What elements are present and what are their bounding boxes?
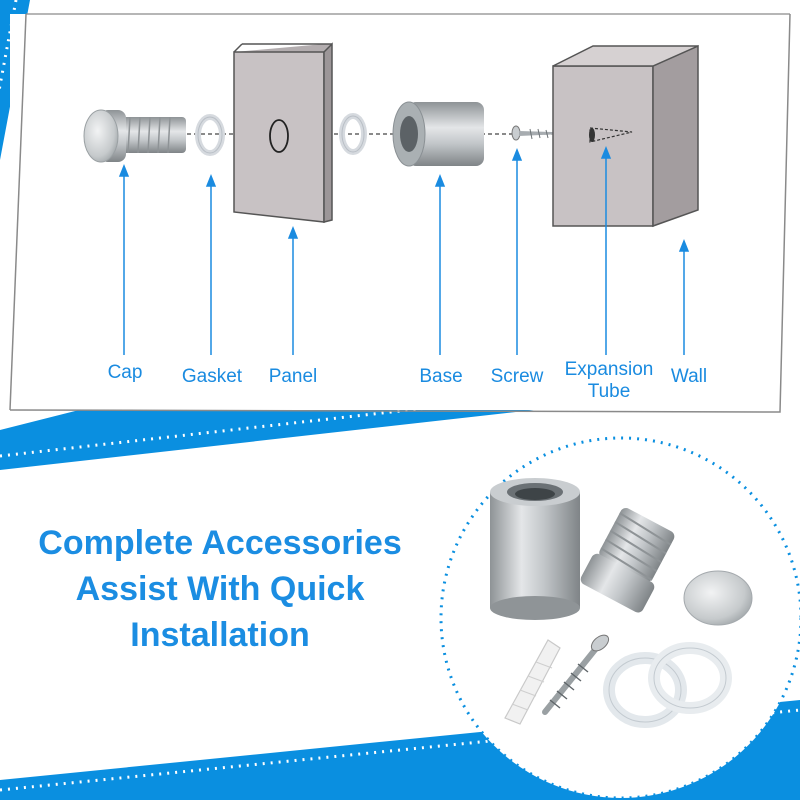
wall-part (552, 44, 699, 228)
cap-part (83, 109, 186, 163)
label-expansion-tube: Expansion Tube (554, 359, 664, 403)
label-cap: Cap (107, 362, 143, 383)
label-gasket: Gasket (181, 366, 243, 387)
leader-arrows (118, 145, 690, 355)
label-screw: Screw (490, 366, 544, 387)
label-expansion-tube-line2: Tube (587, 381, 631, 402)
promo-headline: Complete Accessories Assist With Quick I… (0, 520, 440, 658)
headline-line-3: Installation (130, 616, 310, 654)
headline-line-2: Assist With Quick (75, 570, 365, 608)
photo-base-part (490, 478, 580, 620)
screw-part (511, 125, 585, 141)
photo-cap-part (580, 508, 753, 626)
label-base: Base (419, 366, 463, 387)
label-wall: Wall (670, 366, 708, 387)
base-part (392, 101, 484, 167)
photo-gasket-part (603, 642, 732, 728)
label-expansion-tube-line1: Expansion (564, 359, 654, 380)
headline-line-1: Complete Accessories (38, 524, 402, 562)
panel-part (233, 42, 333, 223)
photo-screw-part (542, 634, 610, 715)
photo-expansion-tube-part (504, 639, 561, 725)
label-panel: Panel (268, 366, 318, 387)
